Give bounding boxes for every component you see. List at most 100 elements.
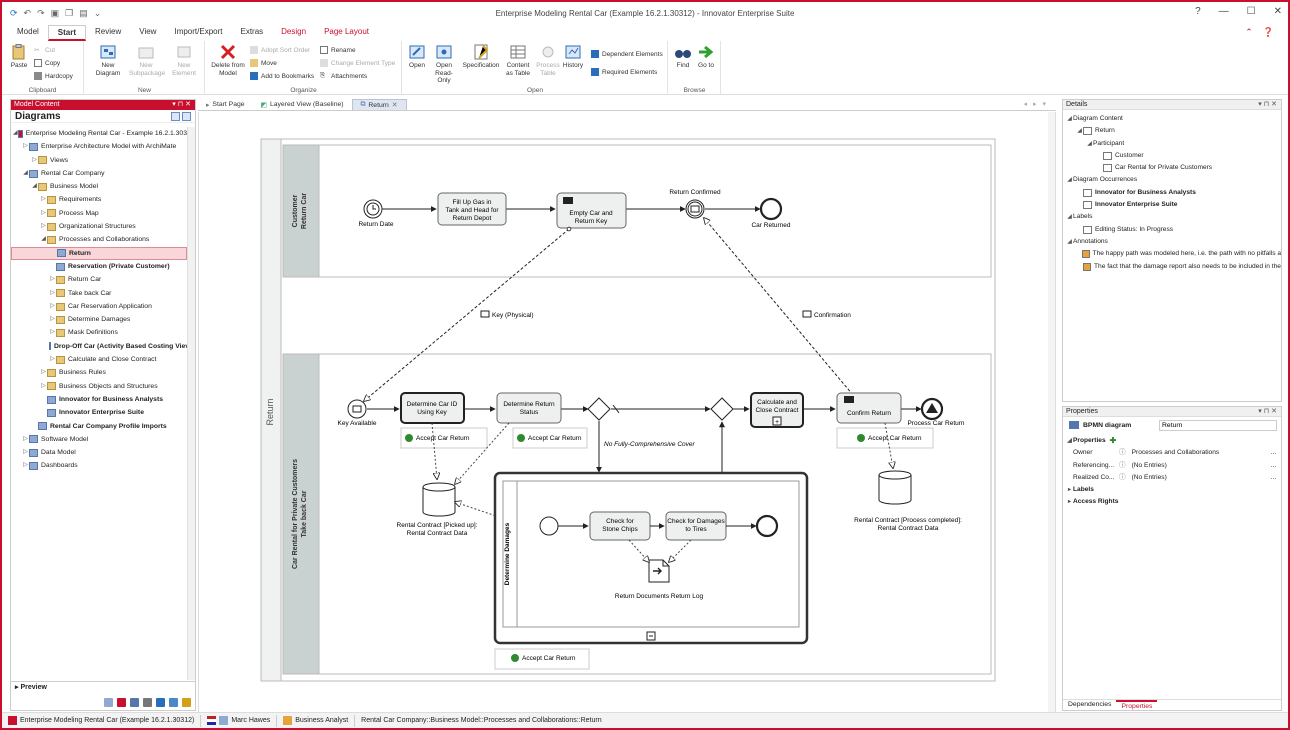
new-diagram-button[interactable]: New Diagram (91, 44, 125, 77)
undo-icon[interactable]: ↶ (23, 7, 32, 18)
minimize-icon[interactable]: — (1218, 6, 1229, 17)
maximize-icon[interactable]: ☐ (1246, 6, 1256, 17)
tree-item[interactable]: ▷Organizational Structures (11, 220, 187, 233)
tree-item[interactable]: Return (11, 246, 187, 260)
expand-arrow[interactable]: ◢ (41, 236, 46, 243)
details-item[interactable]: ◢Labels (1063, 211, 1281, 223)
rule-accept-4[interactable] (494, 648, 590, 670)
delete-from-model-button[interactable]: Delete from Model (210, 44, 246, 77)
gateway-2[interactable] (710, 397, 734, 421)
panel-controls[interactable]: ▾ ⊓ ✕ (1258, 408, 1277, 415)
tree-item[interactable]: ▷Take back Car (11, 287, 187, 300)
tree-item[interactable]: ▷Return Car (11, 273, 187, 286)
diagram-icon[interactable] (104, 698, 113, 707)
task-determine-car-id[interactable] (400, 392, 465, 424)
tree-item[interactable]: ◢Business Model (11, 180, 187, 193)
person-icon[interactable] (182, 698, 191, 707)
more-icon[interactable]: … (1270, 449, 1277, 457)
tab-import-export[interactable]: Import/Export (174, 27, 223, 36)
list-view-icon[interactable] (182, 112, 191, 121)
tree-item[interactable]: ▷Views (11, 154, 187, 167)
tab-properties[interactable]: Properties (1116, 700, 1158, 710)
rule-accept-3[interactable] (836, 427, 934, 449)
tab-start[interactable]: Start (47, 25, 87, 41)
expand-arrow[interactable]: ◢ (1077, 128, 1082, 135)
tab-extras[interactable]: Extras (240, 27, 264, 36)
property-row[interactable]: Realized Co...ⓘ(No Entries)… (1063, 472, 1281, 484)
copy-icon[interactable]: ❐ (65, 7, 74, 18)
tree-item[interactable]: ▷Requirements (11, 193, 187, 206)
expand-arrow[interactable]: ▷ (50, 329, 55, 336)
gateway-1[interactable] (587, 397, 611, 421)
specification-button[interactable]: Specification (461, 44, 501, 70)
save-icon[interactable]: ▣ (50, 7, 60, 18)
tree-scrollbar[interactable] (187, 127, 195, 680)
add-icon[interactable]: ✚ (1109, 436, 1117, 445)
process-icon[interactable] (130, 698, 139, 707)
diagram-name-input[interactable] (1159, 419, 1277, 431)
expand-arrow[interactable]: ◢ (32, 183, 37, 190)
collapse-ribbon-icon[interactable]: ⌃ (1245, 27, 1253, 37)
open-read-only-button[interactable]: Open Read-Only (429, 44, 459, 85)
move-button[interactable]: Move (250, 59, 277, 67)
expand-arrow[interactable]: ◢ (1067, 116, 1072, 122)
expand-arrow[interactable]: ▷ (41, 369, 46, 376)
tab-layered-view[interactable]: ◩Layered View (Baseline) (260, 101, 344, 109)
tree-item[interactable]: ▷Enterprise Architecture Model with Arch… (11, 140, 187, 153)
details-item[interactable]: Car Rental for Private Customers (1063, 162, 1281, 174)
chart-icon[interactable] (156, 698, 165, 707)
info-icon[interactable]: ⓘ (1119, 473, 1126, 481)
new-element-button[interactable]: New Element (167, 44, 201, 77)
preview-section[interactable]: ▸ Preview (11, 681, 195, 692)
expand-arrow[interactable]: ▷ (50, 302, 55, 309)
panel-controls[interactable]: ▾ ⊓ ✕ (1258, 101, 1277, 108)
expand-arrow[interactable]: ◢ (13, 130, 18, 136)
sub-start-event[interactable] (539, 516, 559, 536)
details-item[interactable]: Customer (1063, 150, 1281, 162)
attachments-button[interactable]: ⎘Attachments (320, 72, 368, 80)
tree-item[interactable]: ▷Process Map (11, 207, 187, 220)
tree-item[interactable]: ◢Enterprise Modeling Rental Car - Exampl… (11, 127, 187, 140)
task-determine-return-status[interactable] (496, 392, 562, 424)
expand-arrow[interactable]: ◢ (1067, 238, 1072, 245)
change-element-type-button[interactable]: Change Element Type (320, 59, 395, 67)
hardcopy-button[interactable]: Hardcopy (34, 72, 73, 80)
tab-close-icon[interactable]: ✕ (391, 102, 398, 109)
details-item[interactable]: ◢Diagram Content (1063, 113, 1281, 125)
tab-page-layout[interactable]: Page Layout (324, 27, 369, 36)
info-icon[interactable]: ⓘ (1119, 461, 1126, 469)
task-calculate-close[interactable] (750, 392, 804, 428)
expand-arrow[interactable]: ▷ (50, 289, 55, 296)
new-subpackage-button[interactable]: New Subpackage (129, 44, 165, 77)
rule-accept-2[interactable] (512, 427, 588, 449)
tab-nav[interactable]: ◂▸▾ (1023, 101, 1052, 108)
details-item[interactable]: ◢Participant (1063, 138, 1281, 150)
status-model[interactable]: Enterprise Modeling Rental Car (Example … (2, 714, 202, 727)
details-item[interactable]: The fact that the damage report also nee… (1063, 261, 1281, 273)
labels-section[interactable]: ▸Labels (1063, 484, 1281, 496)
copy-button[interactable]: Copy (34, 59, 60, 67)
help-icon[interactable]: ? (1195, 6, 1201, 17)
data-store-picked-up[interactable] (422, 482, 456, 517)
tree-item[interactable]: Drop-Off Car (Activity Based Costing Vie… (11, 340, 187, 353)
sub-end-event[interactable] (755, 514, 779, 538)
tree-item[interactable]: Rental Car Company Profile Imports (11, 420, 187, 433)
close-icon[interactable]: ✕ (1273, 6, 1282, 17)
details-item[interactable]: The happy path was modeled here, i.e. th… (1063, 248, 1281, 260)
paste-button[interactable]: Paste (8, 44, 30, 70)
data-store-completed[interactable] (878, 470, 912, 505)
expand-arrow[interactable]: ▷ (41, 196, 46, 203)
task-empty-car[interactable] (556, 192, 627, 229)
refresh-icon[interactable]: ⟳ (10, 7, 18, 18)
expand-arrow[interactable]: ▷ (23, 143, 28, 150)
model-icon[interactable] (117, 698, 126, 707)
details-item[interactable]: Innovator for Business Analysts (1063, 187, 1281, 199)
tree-item[interactable]: ▷Software Model (11, 433, 187, 446)
expand-arrow[interactable]: ▷ (32, 156, 37, 163)
rule-accept-1[interactable] (400, 427, 488, 449)
expand-arrow[interactable]: ▷ (23, 462, 28, 469)
properties-section[interactable]: ◢Properties✚ (1063, 435, 1281, 447)
expand-arrow[interactable]: ▷ (50, 356, 55, 363)
tree-item[interactable]: ▷Calculate and Close Contract (11, 353, 187, 366)
